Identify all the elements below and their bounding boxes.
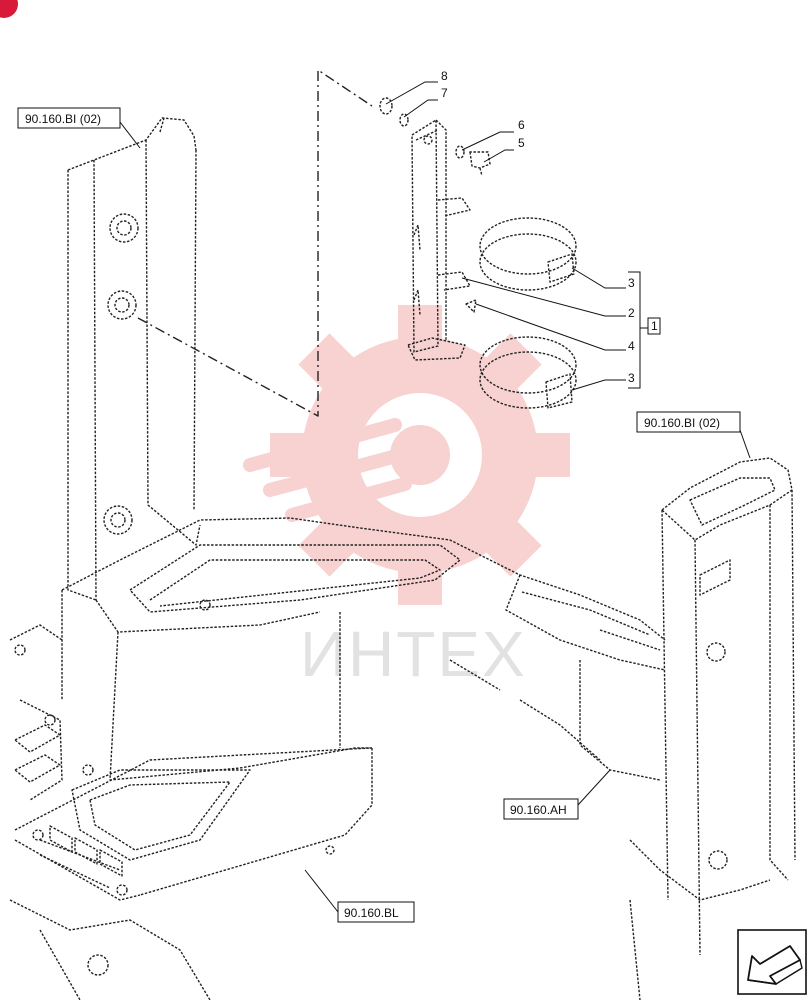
- ref-box-center-right[interactable]: 90.160.AH: [503, 798, 579, 820]
- callout-group-1[interactable]: 1: [651, 319, 658, 333]
- callout-2[interactable]: 2: [628, 306, 635, 320]
- watermark-gear-icon: [243, 305, 570, 605]
- ref-box-top-left[interactable]: 90.160.BI (02): [17, 107, 121, 129]
- callout-group-box: [647, 317, 661, 335]
- ref-label-top-left: 90.160.BI (02): [25, 112, 101, 126]
- lower-step-section: [9, 624, 371, 1001]
- ref-label-center-right: 90.160.AH: [510, 803, 567, 817]
- right-upright-post: [629, 457, 796, 1001]
- ref-label-right: 90.160.BI (02): [644, 416, 720, 430]
- pin-4: [465, 299, 477, 313]
- watermark-text: ИНТЕХ: [300, 618, 527, 690]
- callout-7[interactable]: 7: [441, 86, 448, 100]
- callout-8[interactable]: 8: [441, 69, 448, 83]
- callout-3-upper[interactable]: 3: [628, 276, 635, 290]
- ref-box-right[interactable]: 90.160.BI (02): [636, 411, 741, 433]
- callout-3-lower[interactable]: 3: [628, 371, 635, 385]
- locating-line: [137, 69, 373, 417]
- washer-8: [379, 97, 393, 115]
- corner-badge: [0, 0, 18, 18]
- ref-label-bottom-center: 90.160.BL: [344, 906, 399, 920]
- hardware: [379, 97, 491, 313]
- strap-clamp-lower: [479, 336, 577, 409]
- main-frame-body: [61, 517, 666, 896]
- callout-5[interactable]: 5: [518, 136, 525, 150]
- washer-7: [399, 113, 409, 127]
- arrow-down-left-icon[interactable]: [737, 929, 807, 995]
- callout-6[interactable]: 6: [518, 118, 525, 132]
- bolt-5: [469, 151, 491, 177]
- mounting-bracket: [407, 119, 471, 361]
- strap-clamp-upper: [479, 217, 577, 291]
- washer-6: [455, 145, 465, 159]
- left-upright-post: [67, 117, 201, 601]
- ref-box-bottom-center[interactable]: 90.160.BL: [337, 901, 415, 923]
- callout-4[interactable]: 4: [628, 339, 635, 353]
